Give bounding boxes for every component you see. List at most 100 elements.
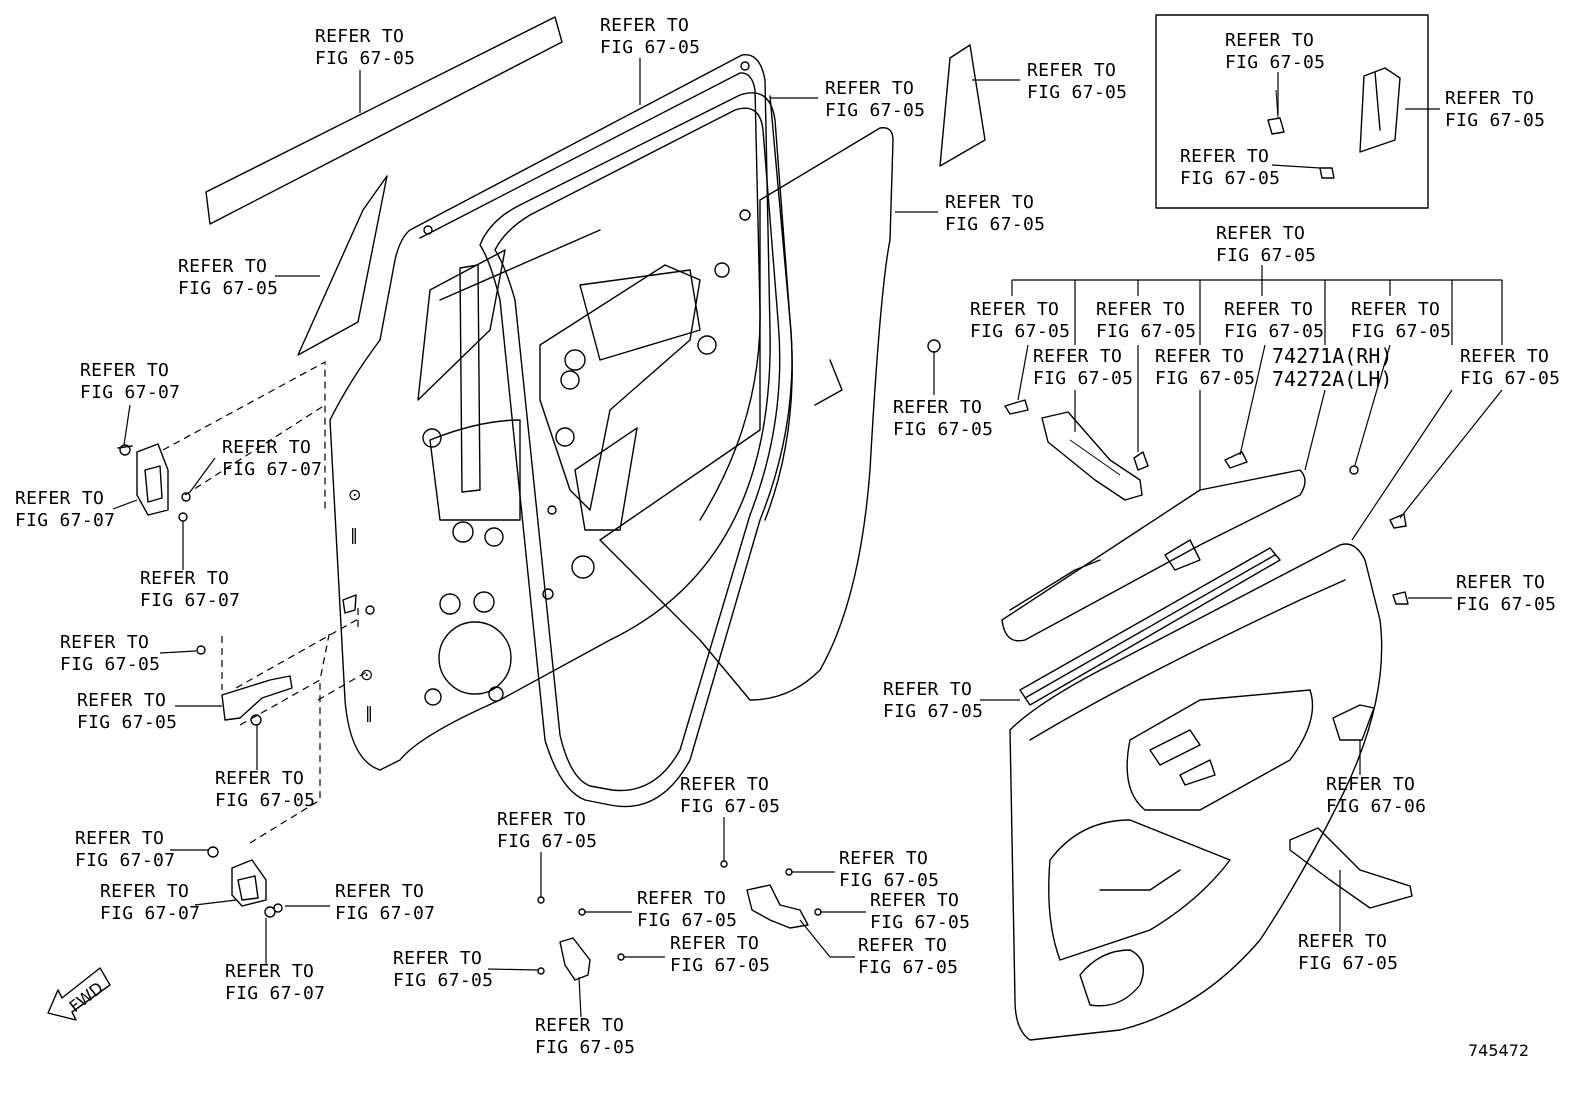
label-bracket-clip-2[interactable]: REFER TO FIG 67-05 — [680, 774, 780, 817]
label-trim-clip-2[interactable]: REFER TO FIG 67-05 — [1460, 346, 1560, 389]
svg-text:FIG 67-05: FIG 67-05 — [637, 910, 737, 931]
label-check-bolt[interactable]: REFER TO FIG 67-05 — [60, 632, 160, 675]
inset-box — [1155, 14, 1429, 209]
trim-bracket-part — [1041, 411, 1143, 501]
label-inset-screw[interactable]: REFER TO FIG 67-05 — [1225, 30, 1325, 73]
svg-text:REFER TO: REFER TO — [393, 948, 482, 969]
part-number-lh: 74272A(LH) — [1272, 367, 1392, 391]
svg-text:REFER TO: REFER TO — [893, 397, 982, 418]
label-bracket-bottom[interactable]: REFER TO FIG 67-05 — [535, 1015, 635, 1058]
svg-text:FIG 67-05: FIG 67-05 — [393, 970, 493, 991]
label-trim-bracket[interactable]: REFER TO FIG 67-05 — [1033, 346, 1133, 389]
label-plug-right[interactable]: REFER TO FIG 67-05 — [1456, 572, 1556, 615]
svg-text:REFER TO: REFER TO — [80, 360, 169, 381]
svg-text:FIG 67-05: FIG 67-05 — [1033, 368, 1133, 389]
svg-text:FIG 67-07: FIG 67-07 — [15, 510, 115, 531]
svg-text:REFER TO: REFER TO — [600, 15, 689, 36]
label-lower-garnish[interactable]: REFER TO FIG 67-05 — [1298, 931, 1398, 974]
svg-text:FIG 67-05: FIG 67-05 — [870, 912, 970, 933]
label-inner-weatherstrip[interactable]: REFER TO FIG 67-05 — [883, 679, 983, 722]
svg-text:REFER TO: REFER TO — [222, 437, 311, 458]
label-bracket-left-lower[interactable]: REFER TO FIG 67-05 — [670, 933, 770, 976]
svg-text:REFER TO: REFER TO — [1351, 299, 1440, 320]
svg-text:⊙: ⊙ — [360, 665, 373, 684]
svg-text:FIG 67-05: FIG 67-05 — [893, 419, 993, 440]
svg-text:REFER TO: REFER TO — [970, 299, 1059, 320]
label-door-check[interactable]: REFER TO FIG 67-05 — [77, 690, 177, 733]
lower-hinge-part: ⊙ ‖ — [207, 665, 373, 918]
belt-molding-part — [205, 16, 563, 225]
svg-text:‖: ‖ — [365, 703, 373, 722]
label-door-frame-top[interactable]: REFER TO FIG 67-05 — [600, 15, 700, 58]
armrest-upper-part — [1001, 469, 1306, 642]
label-bracket-right-clip[interactable]: REFER TO FIG 67-05 — [839, 848, 939, 891]
label-upper-hinge-washer[interactable]: REFER TO FIG 67-07 — [140, 568, 240, 611]
svg-text:FIG 67-05: FIG 67-05 — [945, 214, 1045, 235]
glass-run-part — [479, 92, 793, 808]
label-trim-group[interactable]: REFER TO FIG 67-05 — [1216, 223, 1316, 266]
label-check-nut[interactable]: REFER TO FIG 67-05 — [215, 768, 315, 811]
svg-text:REFER TO: REFER TO — [77, 690, 166, 711]
svg-text:REFER TO: REFER TO — [945, 192, 1034, 213]
svg-text:REFER TO: REFER TO — [215, 768, 304, 789]
label-service-cover[interactable]: REFER TO FIG 67-05 — [945, 192, 1045, 235]
plug-part — [927, 339, 941, 395]
label-bracket-left-clip[interactable]: REFER TO FIG 67-05 — [637, 888, 737, 931]
door-check-part — [196, 594, 375, 726]
label-bracket-left[interactable]: REFER TO FIG 67-05 — [393, 948, 493, 991]
label-bracket-right[interactable]: REFER TO FIG 67-05 — [858, 935, 958, 978]
svg-text:REFER TO: REFER TO — [178, 256, 267, 277]
svg-text:FIG 67-05: FIG 67-05 — [1445, 110, 1545, 131]
svg-text:REFER TO: REFER TO — [680, 774, 769, 795]
svg-text:FIG 67-05: FIG 67-05 — [1298, 953, 1398, 974]
svg-text:FIG 67-05: FIG 67-05 — [670, 955, 770, 976]
svg-text:REFER TO: REFER TO — [858, 935, 947, 956]
svg-text:REFER TO: REFER TO — [315, 26, 404, 47]
label-inset-clip[interactable]: REFER TO FIG 67-05 — [1180, 146, 1280, 189]
svg-text:REFER TO: REFER TO — [1298, 931, 1387, 952]
label-window-glass[interactable]: REFER TO FIG 67-05 — [178, 256, 278, 299]
svg-text:FIG 67-07: FIG 67-07 — [225, 983, 325, 1004]
svg-text:FIG 67-05: FIG 67-05 — [1225, 52, 1325, 73]
svg-text:REFER TO: REFER TO — [1460, 346, 1549, 367]
label-trim-screw-1[interactable]: REFER TO FIG 67-05 — [970, 299, 1070, 342]
label-bracket-right-clip-2[interactable]: REFER TO FIG 67-05 — [870, 890, 970, 933]
svg-text:FIG 67-07: FIG 67-07 — [75, 850, 175, 871]
label-upper-hinge-nut[interactable]: REFER TO FIG 67-07 — [222, 437, 322, 480]
label-handle-bezel[interactable]: REFER TO FIG 67-06 — [1326, 774, 1426, 817]
svg-text:REFER TO: REFER TO — [535, 1015, 624, 1036]
label-upper-hinge[interactable]: REFER TO FIG 67-07 — [15, 488, 115, 531]
svg-text:REFER TO: REFER TO — [335, 881, 424, 902]
label-pillar-garnish[interactable]: REFER TO FIG 67-05 — [1027, 60, 1127, 103]
svg-text:REFER TO: REFER TO — [1456, 572, 1545, 593]
label-armrest-upper[interactable]: REFER TO FIG 67-05 — [1155, 346, 1255, 389]
label-trim-screw-3[interactable]: REFER TO FIG 67-05 — [1224, 299, 1324, 342]
svg-text:FIG 67-07: FIG 67-07 — [222, 459, 322, 480]
label-lower-hinge-bolt[interactable]: REFER TO FIG 67-07 — [75, 828, 175, 871]
svg-text:REFER TO: REFER TO — [140, 568, 229, 589]
label-lower-hinge-washer[interactable]: REFER TO FIG 67-07 — [225, 961, 325, 1004]
svg-text:FIG 67-05: FIG 67-05 — [215, 790, 315, 811]
svg-text:REFER TO: REFER TO — [1180, 146, 1269, 167]
label-glass-run[interactable]: REFER TO FIG 67-05 — [825, 78, 925, 121]
svg-text:FIG 67-05: FIG 67-05 — [970, 321, 1070, 342]
svg-text:REFER TO: REFER TO — [1216, 223, 1305, 244]
part-number-panel[interactable]: 74271A(RH) 74272A(LH) — [1272, 344, 1392, 391]
label-bracket-clip-1[interactable]: REFER TO FIG 67-05 — [497, 809, 597, 852]
svg-text:FIG 67-07: FIG 67-07 — [140, 590, 240, 611]
svg-text:REFER TO: REFER TO — [883, 679, 972, 700]
svg-text:FIG 67-05: FIG 67-05 — [858, 957, 958, 978]
svg-text:FIG 67-05: FIG 67-05 — [825, 100, 925, 121]
label-plug-center[interactable]: REFER TO FIG 67-05 — [893, 397, 993, 440]
label-lower-hinge[interactable]: REFER TO FIG 67-07 — [100, 881, 200, 924]
svg-text:FIG 67-05: FIG 67-05 — [1351, 321, 1451, 342]
label-inset-cover[interactable]: REFER TO FIG 67-05 — [1445, 88, 1545, 131]
svg-text:FIG 67-05: FIG 67-05 — [680, 796, 780, 817]
label-upper-hinge-bolt[interactable]: REFER TO FIG 67-07 — [80, 360, 180, 403]
label-belt-molding[interactable]: REFER TO FIG 67-05 — [315, 26, 415, 69]
trim-fasteners — [1004, 399, 1409, 605]
label-trim-clip-1[interactable]: REFER TO FIG 67-05 — [1351, 299, 1451, 342]
label-lower-hinge-nut[interactable]: REFER TO FIG 67-07 — [335, 881, 435, 924]
label-trim-screw-2[interactable]: REFER TO FIG 67-05 — [1096, 299, 1196, 342]
